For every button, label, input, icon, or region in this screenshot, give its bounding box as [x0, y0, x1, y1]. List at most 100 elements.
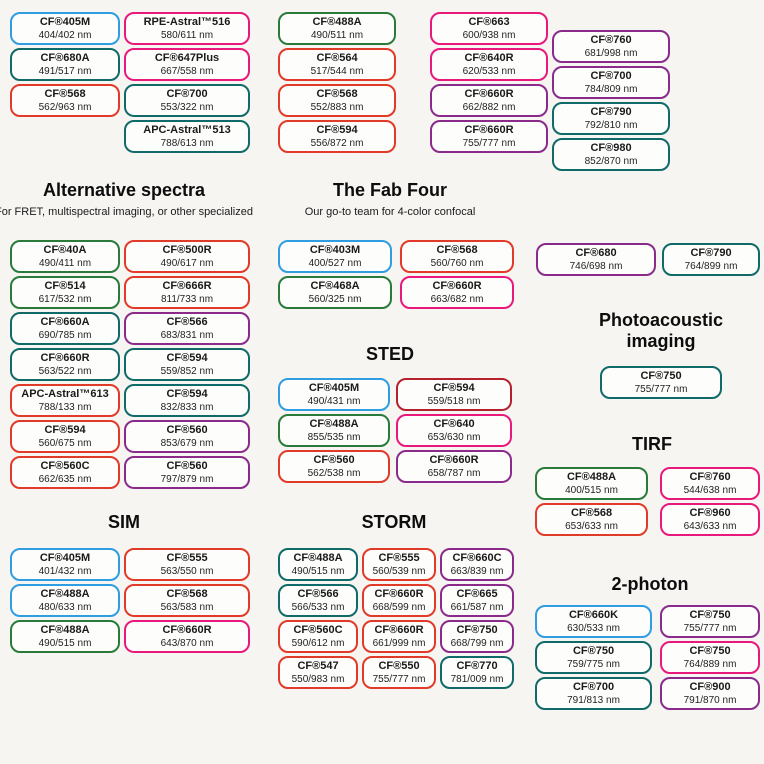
section-title-alternative-spectra: Alternative spectra — [42, 180, 206, 200]
dye-wavelengths: 490/431 nm — [307, 395, 361, 407]
dye-name: CF®566 — [166, 316, 208, 329]
dye-wavelengths: 662/882 nm — [462, 101, 516, 113]
dye-wavelengths: 600/938 nm — [462, 29, 516, 41]
dye-wavelengths: 764/899 nm — [684, 260, 738, 272]
dye-wavelengths: 852/870 nm — [584, 155, 638, 167]
dye-name: CF®666R — [162, 280, 212, 293]
dye-wavelengths: 643/633 nm — [683, 520, 737, 532]
section-title-sim: SIM — [107, 512, 140, 532]
dye-name: CF®660R — [374, 624, 424, 637]
dye-wavelengths: 759/775 nm — [567, 658, 620, 670]
dye-name: CF®566 — [297, 588, 339, 601]
dye-wavelengths: 853/679 nm — [160, 437, 214, 449]
dye-wavelengths: 563/550 nm — [160, 565, 214, 577]
dye-name: CF®594 — [166, 388, 208, 401]
section-title-two-photon: 2-photon — [611, 574, 689, 594]
dye-name: CF®514 — [44, 280, 86, 293]
dye-wavelengths: 681/998 nm — [584, 47, 638, 59]
dye-name: CF®560C — [40, 460, 90, 473]
dye-name: CF®488A — [566, 471, 617, 484]
dye-wavelengths: 667/558 nm — [160, 65, 214, 77]
dye-name: CF®700 — [166, 88, 208, 101]
dye-name: CF®790 — [590, 106, 632, 119]
dye-name: CF®660R — [429, 454, 479, 467]
dye-wavelengths: 490/411 nm — [38, 257, 92, 269]
dye-wavelengths: 791/870 nm — [683, 694, 737, 706]
dye-name: CF®560C — [293, 624, 343, 637]
dye-wavelengths: 755/777 nm — [634, 383, 688, 395]
dye-wavelengths: 490/515 nm — [38, 637, 92, 649]
dye-wavelengths: 401/432 nm — [38, 565, 92, 577]
dye-name: CF®660C — [452, 552, 502, 565]
dye-wavelengths: 517/544 nm — [310, 65, 364, 77]
dye-wavelengths: 550/983 nm — [291, 673, 345, 685]
dye-wavelengths: 544/638 nm — [683, 484, 737, 496]
dye-name: CF®750 — [572, 645, 615, 658]
dye-name: CF®488A — [40, 624, 90, 637]
dye-name: CF®594 — [44, 424, 86, 437]
dye-name: CF®568 — [570, 507, 613, 520]
dye-wavelengths: 400/515 nm — [565, 484, 618, 496]
dye-wavelengths: 755/777 nm — [683, 622, 737, 634]
dye-name: CF®405M — [39, 552, 91, 565]
dye-name: CF®568 — [44, 88, 86, 101]
dye-name: CF®564 — [316, 52, 358, 65]
dye-wavelengths: 553/322 nm — [160, 101, 214, 113]
dye-wavelengths: 620/533 nm — [462, 65, 516, 77]
dye-wavelengths: 490/515 nm — [291, 565, 345, 577]
dye-wavelengths: 811/733 nm — [160, 293, 214, 305]
dye-wavelengths: 755/777 nm — [462, 137, 516, 149]
dye-name: RPE-Astral™516 — [143, 16, 231, 29]
dye-name: CF®660K — [568, 609, 619, 622]
dye-name: CF®640R — [464, 52, 514, 65]
dye-name: APC-Astral™613 — [21, 388, 109, 401]
dye-name: CF®980 — [590, 142, 632, 155]
dye-name: CF®405M — [39, 16, 91, 29]
dye-wavelengths: 683/831 nm — [160, 329, 214, 341]
dye-wavelengths: 668/799 nm — [450, 637, 504, 649]
dye-wavelengths: 690/785 nm — [38, 329, 92, 341]
dye-wavelengths: 855/535 nm — [307, 431, 361, 443]
dye-wavelengths: 563/522 nm — [38, 365, 92, 377]
section-title-tirf: TIRF — [632, 434, 672, 454]
dye-name: CF®660R — [162, 624, 212, 637]
dye-wavelengths: 560/325 nm — [308, 293, 362, 305]
dye-name: CF®660R — [464, 88, 514, 101]
dye-wavelengths: 400/527 nm — [308, 257, 362, 269]
